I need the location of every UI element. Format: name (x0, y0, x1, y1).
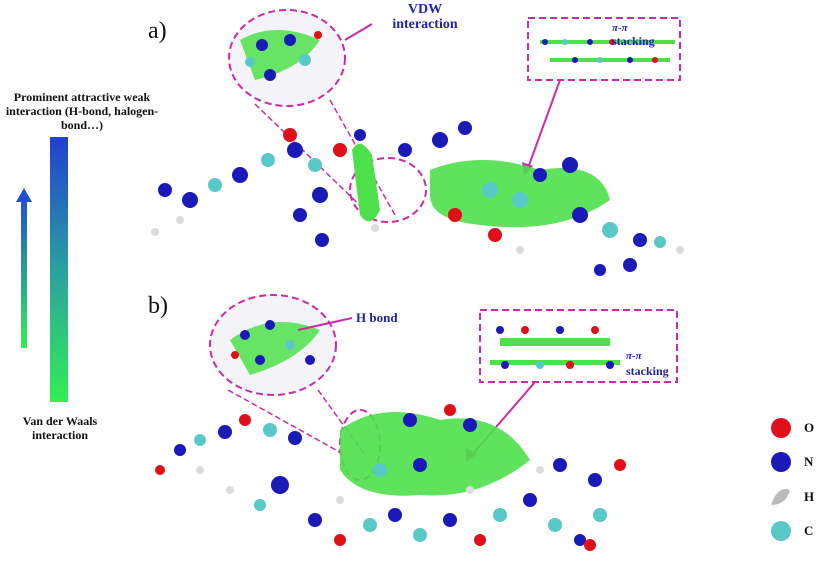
panel-b-pipi-label: π-π (626, 350, 642, 362)
direction-arrowhead-icon (16, 188, 32, 202)
legend-hydrogen-label: H (804, 489, 815, 504)
vdw-label: VDW interaction (392, 2, 458, 32)
oxygen-atom-icon (771, 418, 791, 438)
panel-a-stacking-label: stacking (612, 34, 655, 48)
panel-b-stacking-label: stacking (626, 364, 669, 378)
color-scale-bar (50, 137, 68, 402)
panel-a-stacking-content (540, 39, 675, 63)
legend-nitrogen-label: N (804, 454, 814, 469)
atom-legend-icons (771, 418, 791, 541)
legend-carbon-label: C (804, 523, 814, 538)
hbond-label: H bond (356, 310, 398, 325)
carbon-atom-icon (771, 521, 791, 541)
scale-bottom-label: Van der Waals interaction (22, 414, 98, 442)
nitrogen-atom-icon (771, 452, 791, 472)
hydrogen-atom-icon (771, 489, 790, 505)
panel-b-stacking-content (490, 326, 620, 369)
scale-top-label: Prominent attractive weak interaction (H… (5, 90, 159, 132)
legend-oxygen-label: O (804, 420, 815, 435)
panel-a-focus-ellipse (349, 157, 427, 223)
direction-arrow-icon (21, 198, 27, 348)
panel-a-molecules (151, 121, 684, 276)
panel-a-stacking-box (527, 17, 681, 81)
panel-b-label: b) (148, 293, 168, 319)
panel-b-zoom-content (230, 320, 320, 375)
panel-b-molecules (155, 404, 626, 551)
panel-a-pipi-label: π-π (612, 22, 628, 34)
panel-a-zoom-content (240, 30, 322, 81)
panel-a-label: a) (148, 18, 167, 44)
